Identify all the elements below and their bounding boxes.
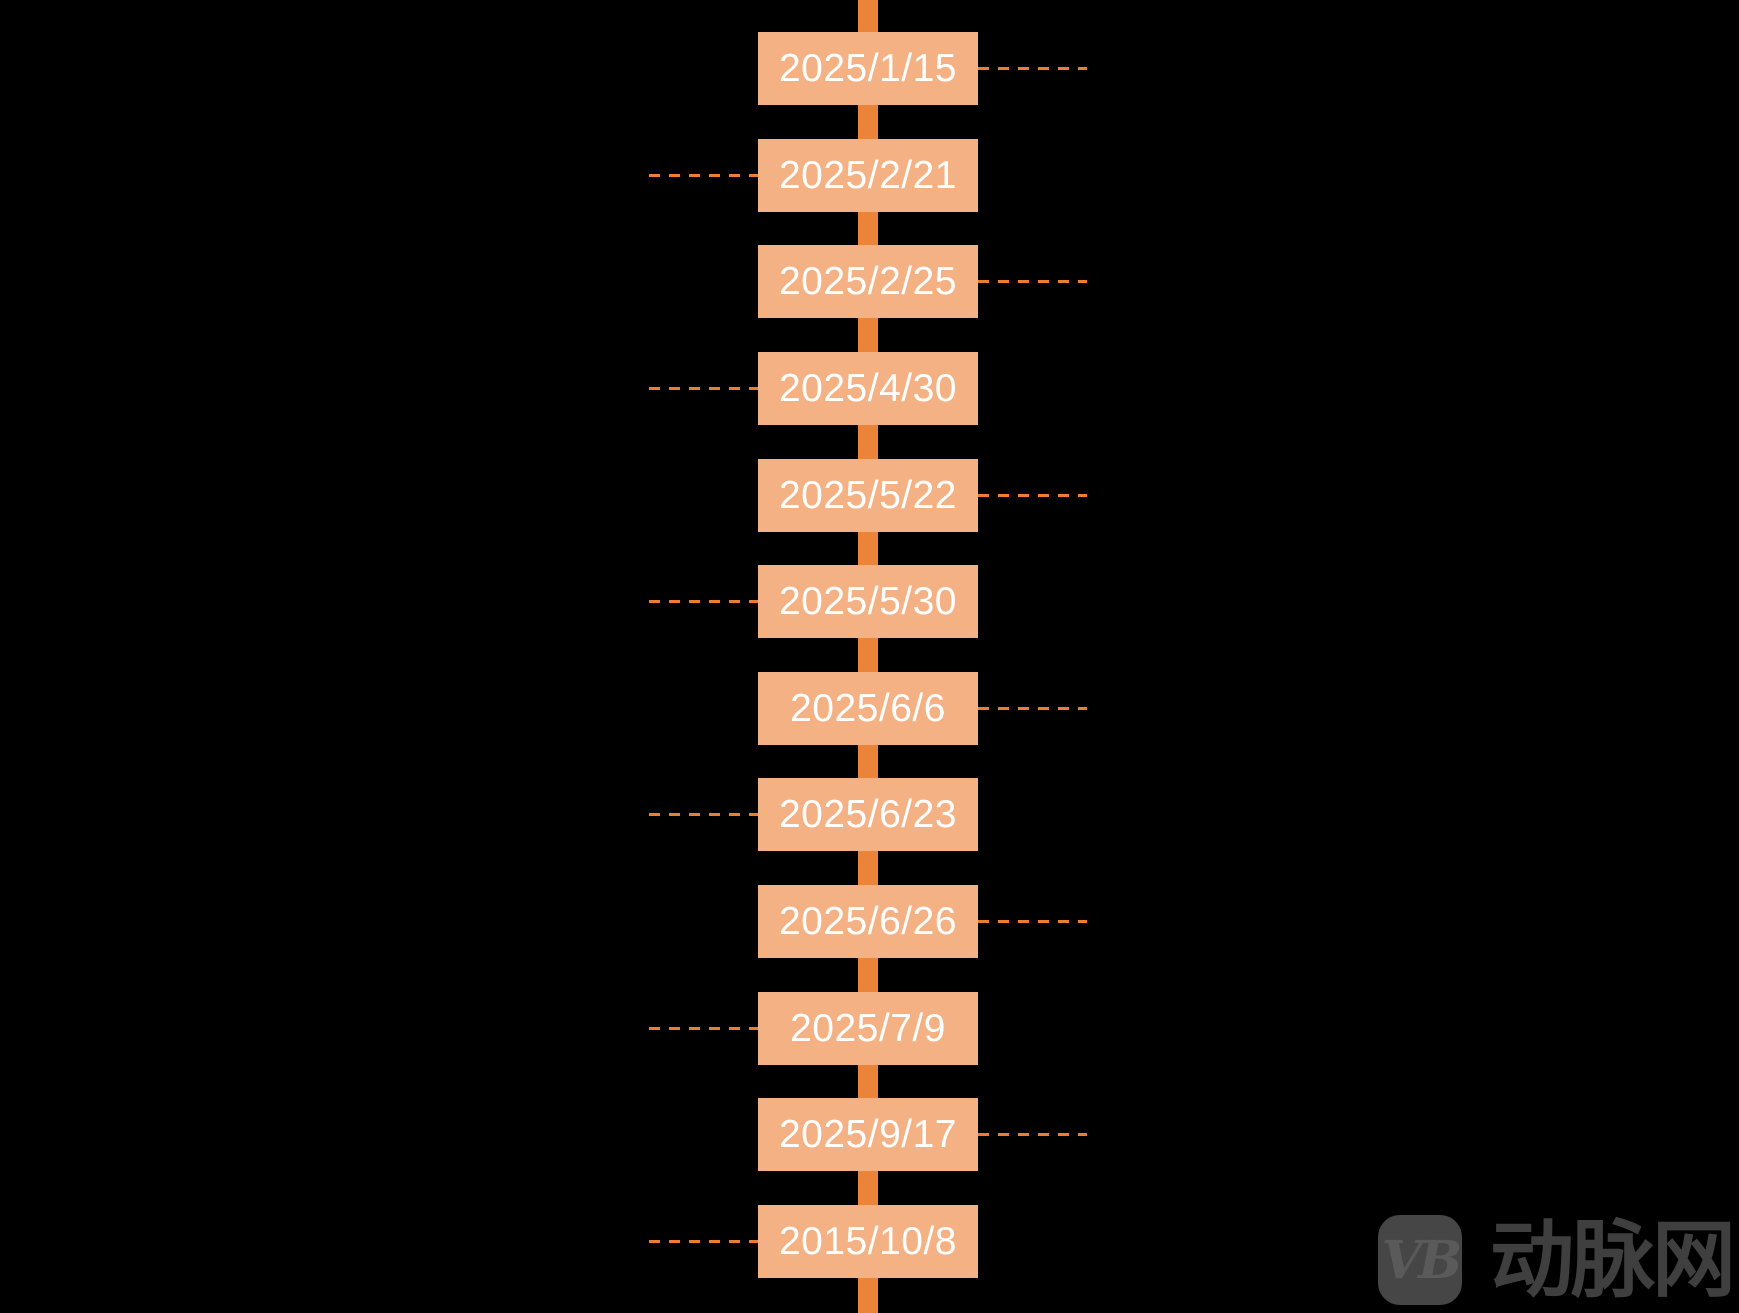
date-box: 2025/6/23 <box>758 778 978 851</box>
timeline-event: 2015/10/8 <box>649 1205 1087 1278</box>
date-label: 2025/5/22 <box>778 473 957 517</box>
date-label: 2025/1/15 <box>778 46 957 90</box>
dash-connector-right <box>978 707 1087 710</box>
date-label: 2025/6/26 <box>778 899 957 943</box>
date-label: 2025/5/30 <box>778 579 957 623</box>
timeline-event: 2025/1/15 <box>649 32 1087 105</box>
timeline-event: 2025/7/9 <box>649 992 1087 1065</box>
brand-name: 动脉网 <box>1490 1211 1736 1309</box>
dash-connector-left <box>649 174 758 177</box>
date-box: 2015/10/8 <box>758 1205 978 1278</box>
dash-connector-right <box>978 1133 1087 1136</box>
dash-connector-left <box>649 387 758 390</box>
date-box: 2025/6/26 <box>758 885 978 958</box>
watermark: VB 动脉网 <box>1378 1211 1736 1309</box>
dash-connector-right <box>978 494 1087 497</box>
date-label: 2025/7/9 <box>790 1006 946 1050</box>
timeline-event: 2025/5/30 <box>649 565 1087 638</box>
vb-logo-text: VB <box>1381 1229 1462 1291</box>
timeline-event: 2025/5/22 <box>649 459 1087 532</box>
timeline-event: 2025/2/25 <box>649 245 1087 318</box>
date-box: 2025/4/30 <box>758 352 978 425</box>
vb-logo-icon: VB <box>1378 1215 1462 1305</box>
date-box: 2025/5/22 <box>758 459 978 532</box>
timeline-event: 2025/2/21 <box>649 139 1087 212</box>
date-label: 2025/4/30 <box>778 366 957 410</box>
timeline-event: 2025/6/6 <box>649 672 1087 745</box>
timeline-axis <box>858 0 878 1313</box>
timeline-event: 2025/6/23 <box>649 778 1087 851</box>
date-box: 2025/2/21 <box>758 139 978 212</box>
dash-connector-right <box>978 67 1087 70</box>
dash-connector-right <box>978 280 1087 283</box>
date-label: 2025/2/25 <box>778 259 957 303</box>
dash-connector-left <box>649 1240 758 1243</box>
date-box: 2025/9/17 <box>758 1098 978 1171</box>
timeline-event: 2025/4/30 <box>649 352 1087 425</box>
date-label: 2025/9/17 <box>778 1112 957 1156</box>
date-box: 2025/1/15 <box>758 32 978 105</box>
date-label: 2015/10/8 <box>778 1219 957 1263</box>
date-label: 2025/6/6 <box>790 686 946 730</box>
dash-connector-left <box>649 1027 758 1030</box>
date-box: 2025/7/9 <box>758 992 978 1065</box>
dash-connector-right <box>978 920 1087 923</box>
dash-connector-left <box>649 600 758 603</box>
date-box: 2025/5/30 <box>758 565 978 638</box>
dash-connector-left <box>649 813 758 816</box>
date-box: 2025/6/6 <box>758 672 978 745</box>
date-label: 2025/2/21 <box>778 153 957 197</box>
date-box: 2025/2/25 <box>758 245 978 318</box>
date-label: 2025/6/23 <box>778 792 957 836</box>
timeline-event: 2025/6/26 <box>649 885 1087 958</box>
timeline-event: 2025/9/17 <box>649 1098 1087 1171</box>
